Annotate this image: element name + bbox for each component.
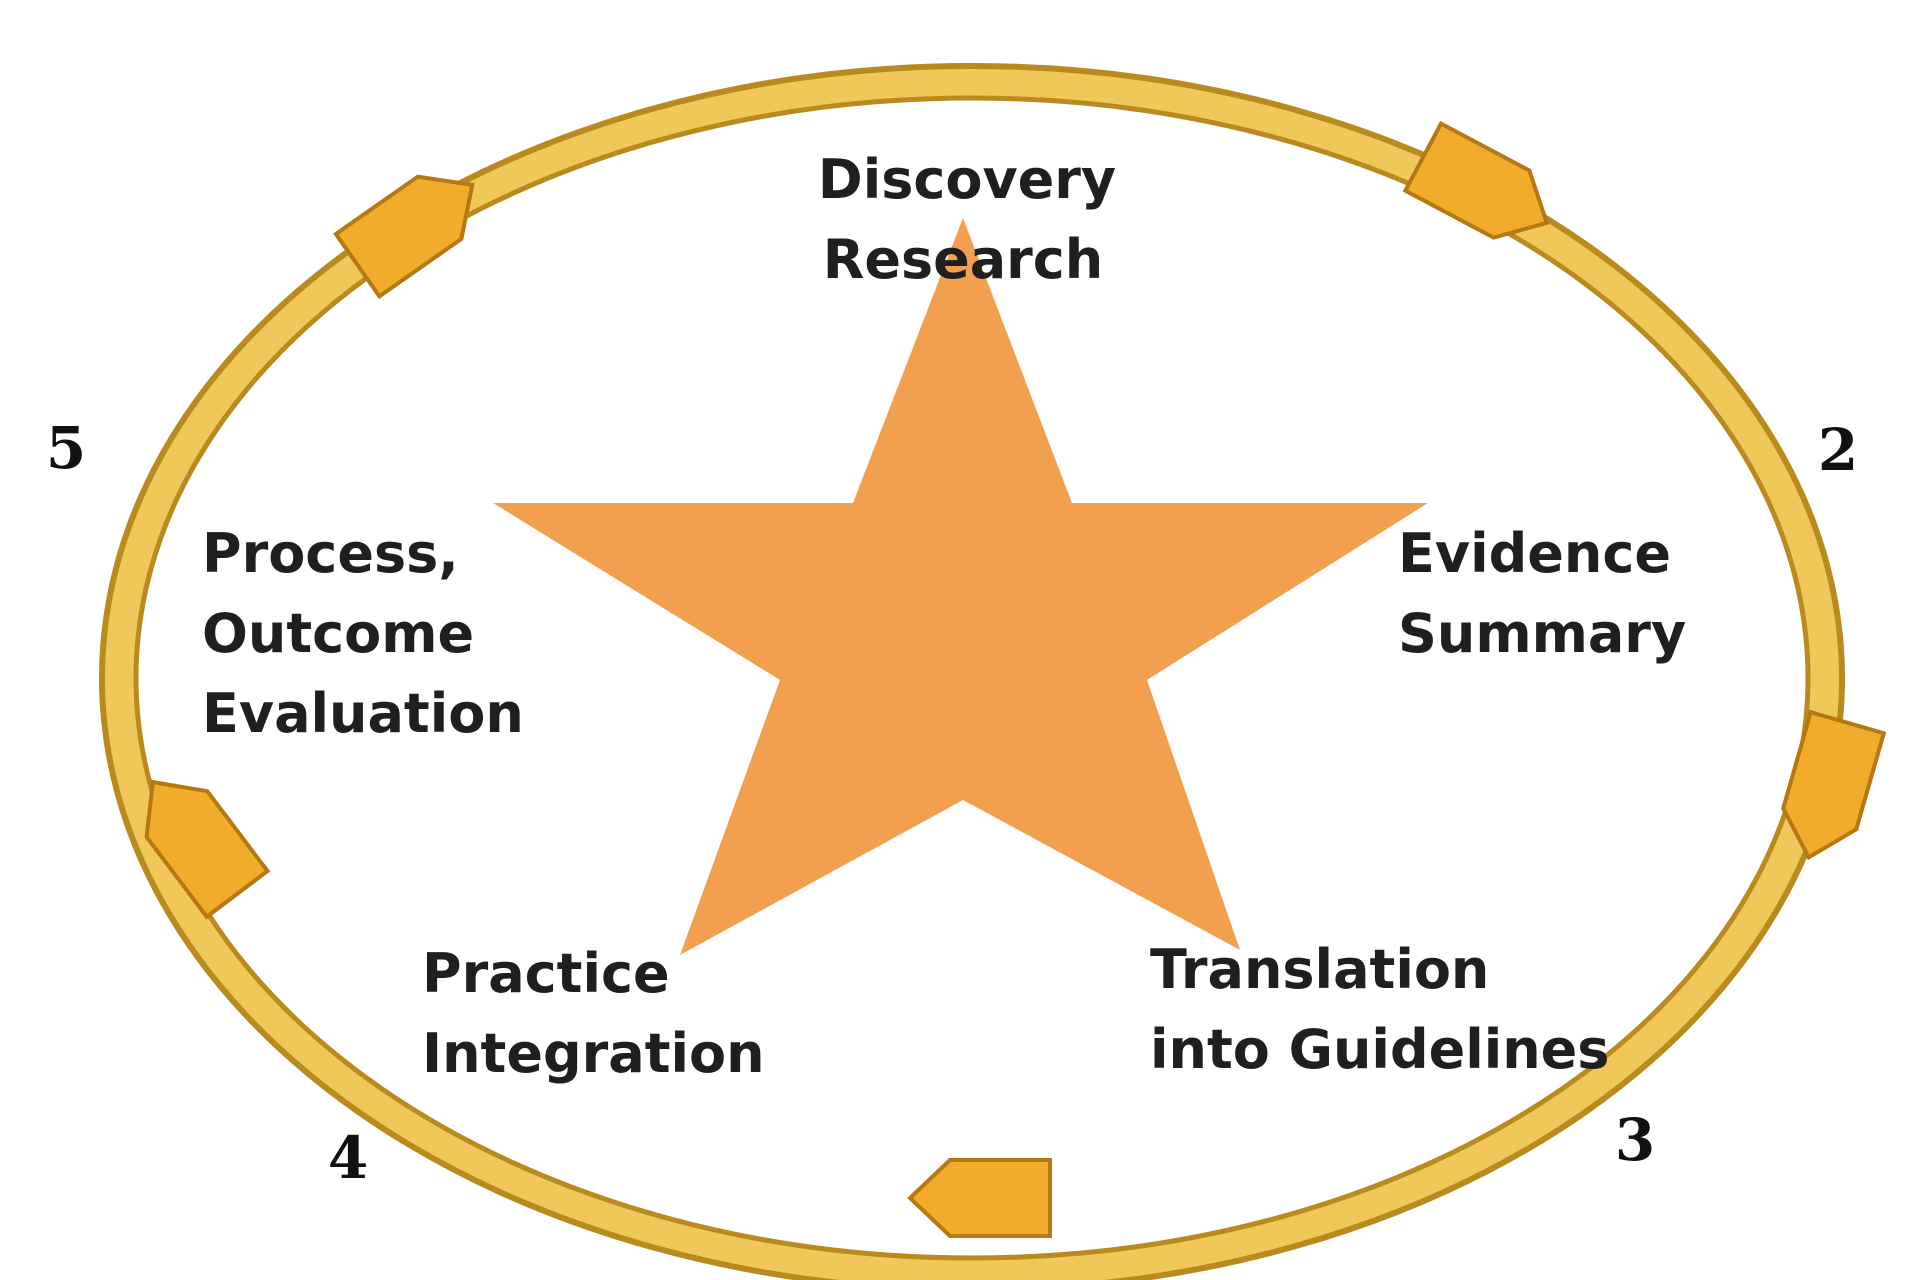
svg-text:Translation: Translation <box>1150 938 1489 1001</box>
svg-text:Discovery: Discovery <box>818 148 1116 211</box>
stage-evidence-line-2: Summary <box>1398 602 1686 665</box>
step-number-3: 3 <box>1615 1106 1655 1174</box>
arrow-icon-bottom <box>907 1158 1052 1238</box>
stage-label-translation: Translation into Guidelines <box>1150 938 1609 1081</box>
stage-practice-line-2: Integration <box>422 1022 765 1085</box>
svg-text:into Guidelines: into Guidelines <box>1150 1018 1609 1081</box>
svg-text:Practice: Practice <box>422 942 670 1005</box>
svg-text:Outcome: Outcome <box>202 602 474 665</box>
ring-arrows <box>144 120 1887 1238</box>
stage-label-evidence-summary: Evidence Summary <box>1398 522 1686 665</box>
step-number-5: 5 <box>46 414 86 482</box>
stage-translation-line-2: into Guidelines <box>1150 1018 1609 1081</box>
arrow-icon-top-right <box>1402 120 1550 240</box>
svg-text:Evaluation: Evaluation <box>202 682 524 745</box>
arrow-icon-left <box>144 779 271 920</box>
stage-discovery-line-2: Research <box>823 228 1104 291</box>
stage-evaluation-line-3: Evaluation <box>202 682 524 745</box>
arrow-icon-top-left <box>333 174 475 300</box>
stage-practice-line-1: Practice <box>422 942 670 1005</box>
stage-label-discovery-research: Discovery Research <box>818 148 1116 291</box>
step-number-4: 4 <box>328 1124 368 1192</box>
svg-text:Integration: Integration <box>422 1022 765 1085</box>
stage-evaluation-line-2: Outcome <box>202 602 474 665</box>
svg-text:Process,: Process, <box>202 522 459 585</box>
step-number-2: 2 <box>1818 416 1858 484</box>
svg-text:Research: Research <box>823 228 1104 291</box>
stage-label-practice-integration: Practice Integration <box>422 942 765 1085</box>
stage-evidence-line-1: Evidence <box>1398 522 1671 585</box>
stage-label-evaluation: Process, Outcome Evaluation <box>202 522 524 745</box>
star-shape <box>493 218 1428 955</box>
svg-text:Summary: Summary <box>1398 602 1686 665</box>
stage-evaluation-line-1: Process, <box>202 522 459 585</box>
svg-text:Evidence: Evidence <box>1398 522 1671 585</box>
arrow-icon-right <box>1781 709 1887 861</box>
stage-translation-line-1: Translation <box>1150 938 1489 1001</box>
stage-discovery-line-1: Discovery <box>818 148 1116 211</box>
